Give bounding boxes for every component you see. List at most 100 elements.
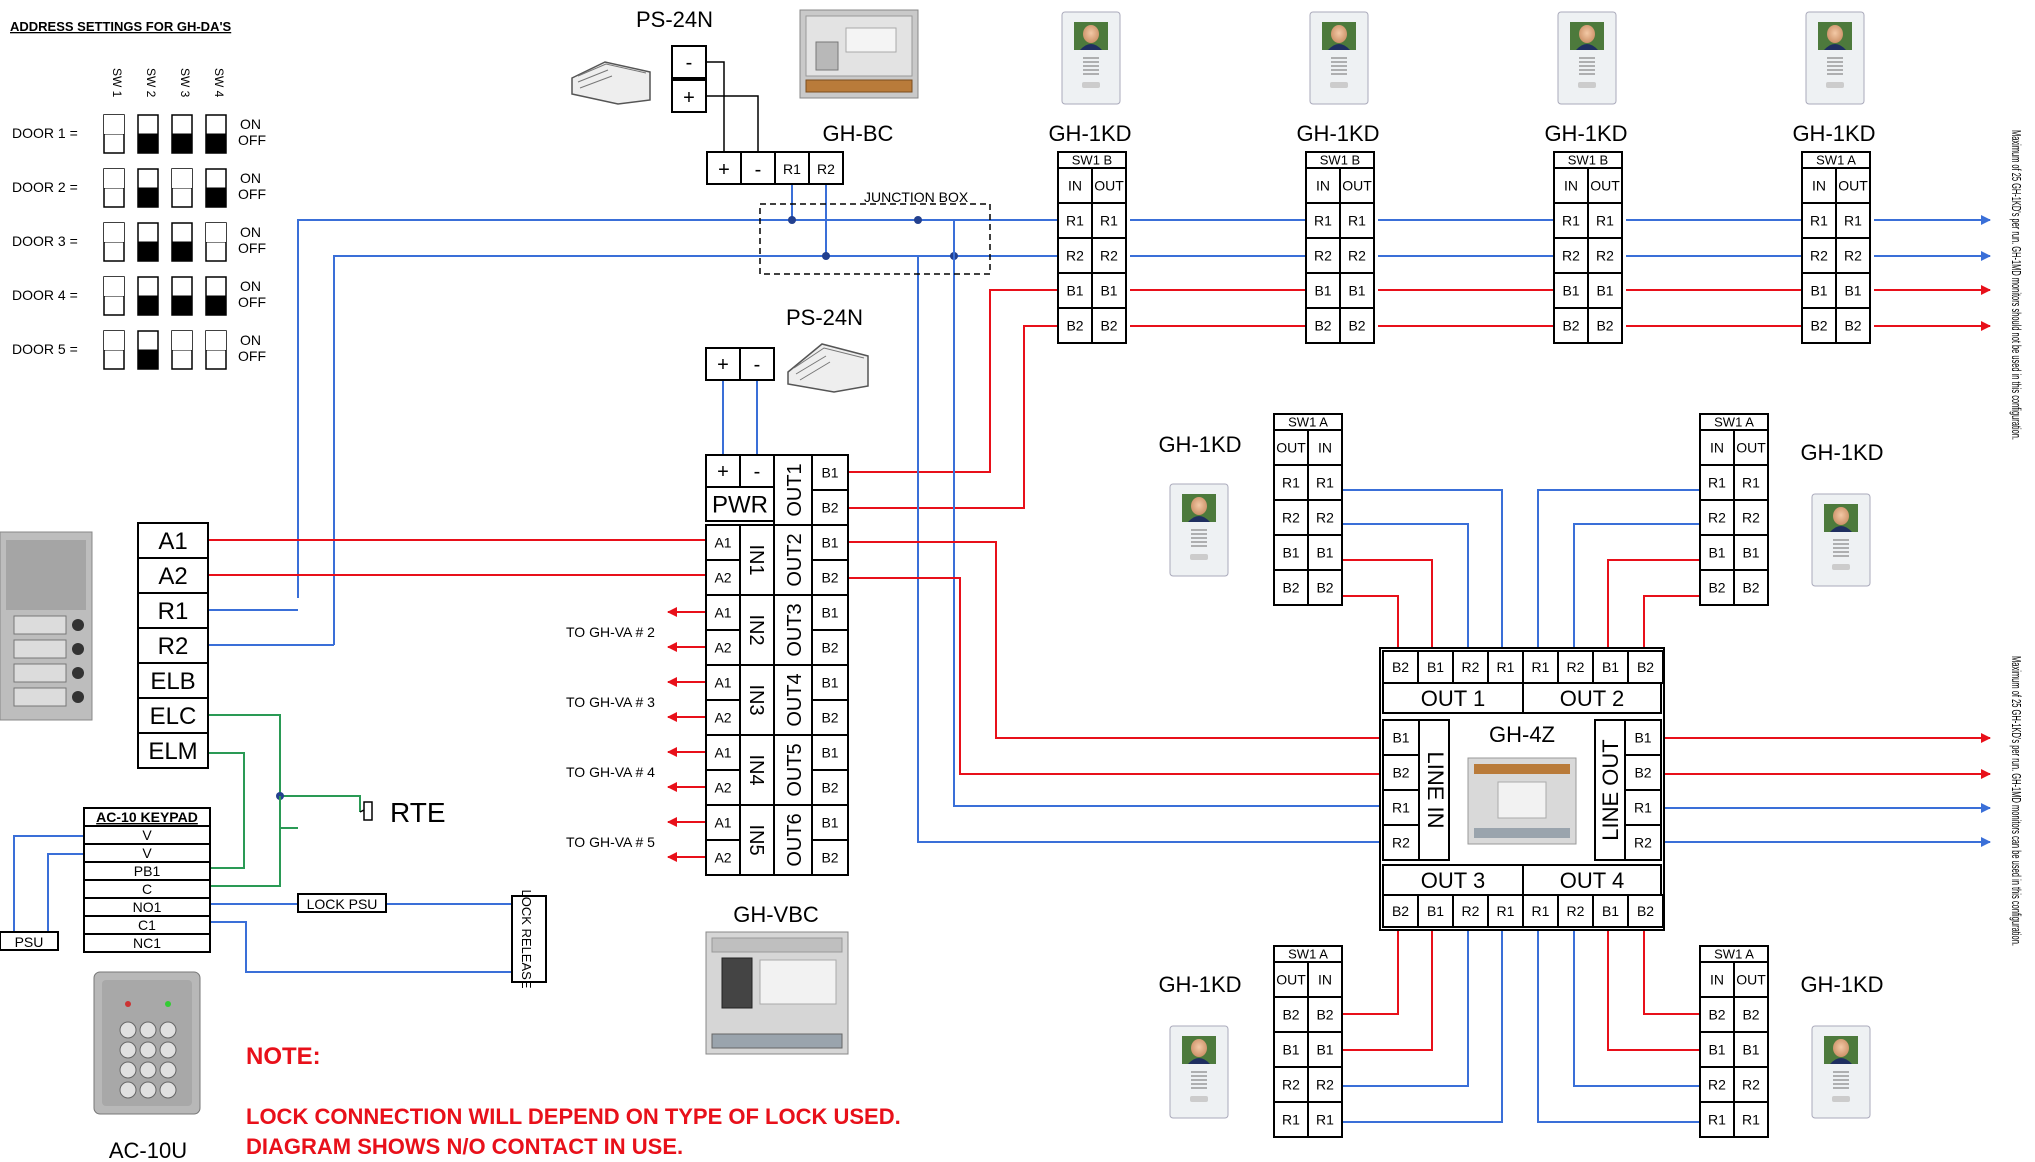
monitor-face <box>1833 507 1849 525</box>
kd-side-terminal-box <box>1307 464 1343 501</box>
gh-4z-left-terminal-label: R2 <box>1392 835 1410 851</box>
dip-switch-off <box>138 350 158 369</box>
kd-top-label: GH-1KD <box>1296 121 1379 146</box>
gh-bc-plus: + <box>718 159 730 181</box>
door-terminal-box <box>137 592 209 629</box>
vbc-out-terminal-label: B2 <box>821 500 838 516</box>
keypad-button <box>159 1021 177 1039</box>
dip-switch-on <box>172 331 192 350</box>
kd-side-terminal-label: R1 <box>1316 475 1334 491</box>
kd-side-sw-label: SW1 A <box>1714 415 1754 430</box>
kd-side-terminal-label: B1 <box>1282 545 1299 561</box>
vbc-out-label: OUT4 <box>784 673 806 726</box>
kd-side-terminal-box <box>1307 1031 1343 1068</box>
vbc-in-label: IN3 <box>745 684 767 715</box>
gh-bc-label: GH-BC <box>823 121 894 146</box>
kd-side-terminal-box <box>1273 1101 1309 1138</box>
wire <box>1573 523 1702 651</box>
keypad-button <box>119 1061 137 1079</box>
vbc-out-terminal-label: B2 <box>821 570 838 586</box>
monitor-face <box>1191 497 1207 515</box>
kd-top-out-label: OUT <box>1590 178 1620 194</box>
vbc-out-terminal-box <box>811 454 849 491</box>
sw-label: SW 3 <box>178 68 192 98</box>
wire <box>297 219 1058 598</box>
vbc-out-box <box>773 734 813 806</box>
ps-mid-plus: + <box>717 354 729 376</box>
gh-4z-out1-box <box>1382 682 1524 714</box>
vbc-in-a1-box <box>705 734 741 771</box>
kd-top-terminal-box <box>1835 202 1871 239</box>
kd-top-sw-label: SW1 B <box>1320 153 1360 168</box>
gh-4z-line-in-box <box>1418 719 1450 861</box>
dip-switch-off <box>172 134 192 153</box>
door-terminal-label: ELB <box>150 668 195 695</box>
vbc-in-label: IN5 <box>745 824 767 855</box>
gh-4z-out2-box <box>1522 682 1662 714</box>
sw-label: SW 4 <box>212 68 226 98</box>
gh-4z-bottom-terminal-box <box>1522 894 1559 928</box>
wire <box>706 95 759 152</box>
gh-4z-bottom-terminal-label: R1 <box>1497 903 1515 919</box>
lock-release-label: LOCK RELEASE <box>519 890 534 989</box>
gh-4z-top-terminal-label: B1 <box>1427 659 1444 675</box>
kd-top-terminal-label: B1 <box>1562 283 1579 299</box>
kd-side-head-label: IN <box>1318 972 1332 988</box>
kd-side-terminal-label: R2 <box>1316 1077 1334 1093</box>
wire <box>848 541 1383 739</box>
monitor-face <box>1827 25 1843 43</box>
monitor-face <box>1191 1039 1207 1057</box>
on-label: ON <box>240 278 261 294</box>
kd-side-terminal-box <box>1307 534 1343 571</box>
kd-side-terminal-label: B1 <box>1316 1042 1333 1058</box>
kd-top-in-label: IN <box>1068 178 1082 194</box>
gh-4z-device-label <box>1497 781 1547 819</box>
vbc-in-a2-label: A2 <box>714 640 731 656</box>
kd-top-terminal-label: R2 <box>1596 248 1614 264</box>
gh-4z-left-terminal-label: R1 <box>1392 800 1410 816</box>
to-gh-va-label: TO GH-VA # 3 <box>566 694 655 710</box>
gh-4z-left-terminal-label: B2 <box>1392 765 1409 781</box>
junction-dot <box>822 252 830 260</box>
wire <box>1340 930 1469 1087</box>
monitor-shoulders <box>1830 1058 1852 1064</box>
kd-side-terminal-label: B1 <box>1708 1042 1725 1058</box>
vbc-in-a1-label: A1 <box>714 815 731 831</box>
rte-switch <box>359 801 373 821</box>
kd-side-sw-label: SW1 A <box>1714 947 1754 962</box>
door-terminal-label: ELM <box>148 738 197 765</box>
door-terminal-label: A1 <box>158 528 187 555</box>
kd-side-terminal-label: B2 <box>1708 1007 1725 1023</box>
wire <box>333 255 1058 645</box>
kd-top-terminal-label: B2 <box>1100 318 1117 334</box>
gh-vbc-terminals: +-PWRB1B2B1B2B1B2B1B2B1B2B1B2OUT1OUT2OUT… <box>566 454 849 876</box>
keypad-led <box>125 1001 131 1007</box>
wire <box>1340 930 1503 1123</box>
door-station-panel <box>0 531 93 721</box>
kd-top-terminal-label: B2 <box>1562 318 1579 334</box>
on-label: ON <box>240 224 261 240</box>
door-label: DOOR 3 = <box>12 233 78 249</box>
monitor-buttons <box>1190 1096 1208 1102</box>
vbc-out-label: OUT5 <box>784 743 806 796</box>
kd-side-terminal-label: B2 <box>1742 580 1759 596</box>
dip-switch-on <box>206 223 226 242</box>
gh-4z-top-terminal-label: B2 <box>1637 659 1654 675</box>
kd-top-terminal-label: R2 <box>1844 248 1862 264</box>
gh-4z-bottom-terminal-label: R2 <box>1462 903 1480 919</box>
ps-top-plus: + <box>683 87 695 109</box>
gh-4z-top-terminal-label: R2 <box>1567 659 1585 675</box>
junction-dot <box>914 216 922 224</box>
sw-label: SW 2 <box>144 68 158 98</box>
dip-switch-off <box>206 296 226 315</box>
vbc-in-a1-box <box>705 524 741 561</box>
kd-side-terminal-label: R2 <box>1742 1077 1760 1093</box>
gh-4z-bottom-terminal-label: B1 <box>1427 903 1444 919</box>
vbc-in-label: IN1 <box>745 544 767 575</box>
door-terminal-box <box>137 522 209 559</box>
kd-top-in-label: IN <box>1316 178 1330 194</box>
sw-label: SW 1 <box>110 68 124 98</box>
keypad-row-label: C1 <box>138 917 156 933</box>
